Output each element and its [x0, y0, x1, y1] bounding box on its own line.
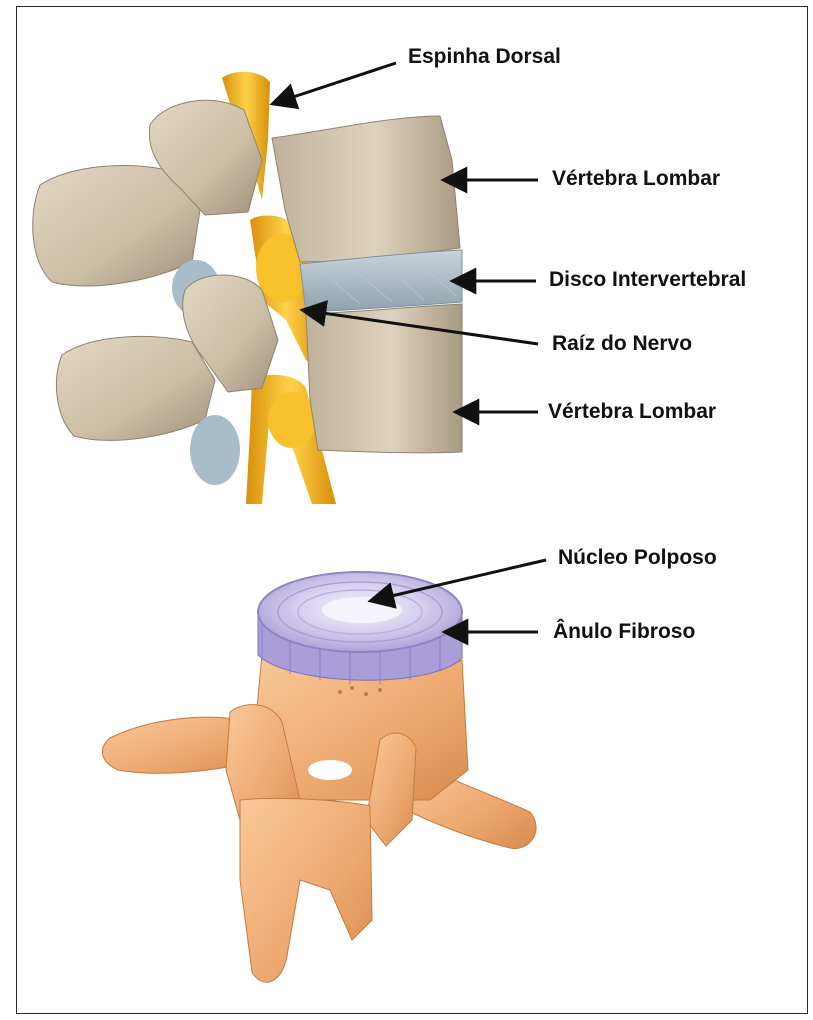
disc-label: Disco Intervertebral — [549, 269, 746, 290]
spinal-cord-label: Espinha Dorsal — [408, 46, 561, 67]
vertebra-with-disc-illustration — [102, 572, 536, 982]
upper-vertebra-label: Vértebra Lombar — [552, 168, 720, 189]
nucleus-label: Núcleo Polposo — [558, 547, 717, 568]
annulus-label: Ânulo Fibroso — [553, 621, 695, 642]
nerve-root-label: Raíz do Nervo — [552, 333, 692, 354]
lumbar-segment-illustration — [33, 72, 462, 504]
lower-vertebra-label: Vértebra Lombar — [548, 401, 716, 422]
spinal-cord-pointer — [272, 63, 396, 104]
